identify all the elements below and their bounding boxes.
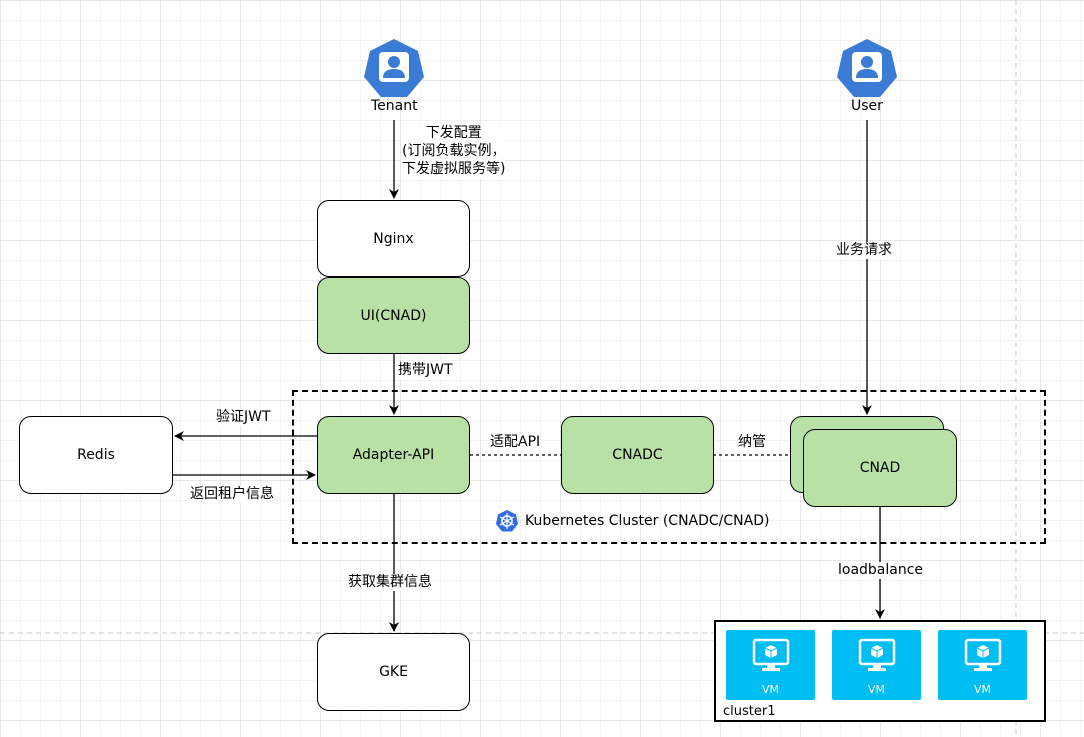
- adapter-api-node[interactable]: Adapter-API: [317, 416, 470, 494]
- edge-label-line-3: 下发虚拟服务等): [402, 161, 506, 177]
- kubernetes-icon: [495, 509, 519, 533]
- tenant-label: Tenant: [371, 98, 418, 114]
- cnad-label: CNAD: [859, 460, 901, 476]
- vm-1[interactable]: VM: [726, 630, 815, 700]
- vm-1-label: VM: [761, 683, 779, 696]
- redis-node[interactable]: Redis: [19, 416, 173, 494]
- edge-label-line-1: 下发配置: [425, 125, 482, 141]
- edge-label-ui-adapter: 携带JWT: [398, 362, 453, 379]
- user-label: User: [851, 98, 883, 114]
- edge-label-tenant-nginx: 下发配置 (订阅负载实例， 下发虚拟服务等): [402, 124, 506, 178]
- redis-label: Redis: [77, 447, 115, 463]
- edge-label-adapter-cnadc: 适配API: [490, 434, 541, 451]
- vm-2[interactable]: VM: [832, 630, 921, 700]
- gke-node[interactable]: GKE: [317, 633, 470, 711]
- cnad-node[interactable]: CNAD: [803, 429, 957, 507]
- nginx-node[interactable]: Nginx: [317, 200, 470, 277]
- ui-cnad-node[interactable]: UI(CNAD): [317, 277, 470, 354]
- cnadc-label: CNADC: [612, 447, 663, 463]
- virtual-machine-icon: [752, 638, 790, 671]
- virtual-machine-icon: [964, 638, 1002, 671]
- vm-3[interactable]: VM: [938, 630, 1027, 700]
- cnadc-node[interactable]: CNADC: [561, 416, 714, 494]
- kubernetes-cluster-boundary: [292, 390, 1046, 544]
- gke-label: GKE: [379, 664, 408, 680]
- cluster1-group[interactable]: VM VM VM cluster1: [714, 620, 1046, 722]
- tenant-user-icon: [363, 38, 425, 98]
- edge-label-adapter-redis: 验证JWT: [216, 409, 271, 426]
- kubernetes-cluster-label: Kubernetes Cluster (CNADC/CNAD): [495, 509, 769, 533]
- edge-label-user-cnad: 业务请求: [836, 242, 892, 259]
- ui-cnad-label: UI(CNAD): [360, 307, 427, 324]
- nginx-label: Nginx: [373, 230, 414, 247]
- user-user-icon: [836, 38, 898, 98]
- vm-3-label: VM: [973, 683, 991, 696]
- edge-label-cnad-vms: loadbalance: [838, 562, 924, 579]
- adapter-api-label: Adapter-API: [352, 447, 435, 463]
- virtual-machine-icon: [858, 638, 896, 671]
- vm-2-label: VM: [867, 683, 885, 696]
- kubernetes-cluster-text: Kubernetes Cluster (CNADC/CNAD): [525, 512, 770, 529]
- edge-label-cnadc-cnad: 纳管: [738, 434, 766, 451]
- cluster1-label: cluster1: [723, 704, 776, 719]
- edge-label-adapter-gke: 获取集群信息: [348, 574, 432, 591]
- edge-label-line-2: (订阅负载实例，: [402, 143, 506, 159]
- edge-label-redis-adapter: 返回租户信息: [190, 486, 274, 503]
